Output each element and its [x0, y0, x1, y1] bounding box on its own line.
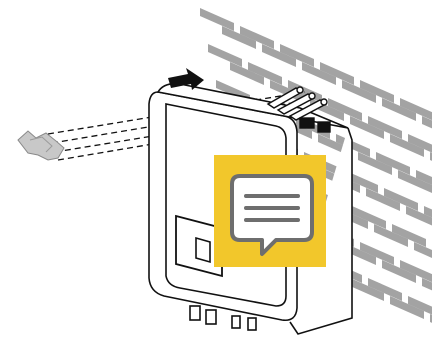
sensor-icon — [18, 131, 64, 160]
brick — [208, 44, 242, 67]
note-badge — [214, 155, 326, 267]
brick — [200, 8, 234, 31]
